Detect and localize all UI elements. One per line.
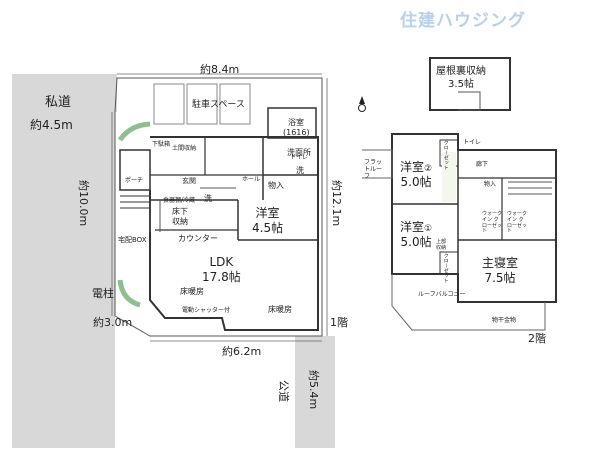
storage-label-2f: 物入 xyxy=(484,181,497,188)
porch-label: ポーチ xyxy=(125,177,144,184)
counter-label: カウンター xyxy=(178,234,218,243)
attic-room: 屋根裏収納 3.5帖 xyxy=(436,66,486,90)
private-road-label: 私道 xyxy=(45,95,72,110)
floor2-label: 2階 xyxy=(528,332,546,345)
public-road-width: 約5.4m xyxy=(307,370,320,410)
dim-bottom: 約6.2m xyxy=(222,345,262,358)
hall-label: ホール xyxy=(242,176,261,183)
parking-label: 駐車スペース xyxy=(192,100,245,110)
master-bedroom: 主寝室 7.5帖 xyxy=(482,256,519,285)
toilet-label: トイレ xyxy=(290,154,309,161)
hidden-storage-label: 上部 収納 xyxy=(436,239,447,251)
closet-1: クローゼット xyxy=(442,140,449,170)
brand-logo: 住建ハウジング xyxy=(400,11,526,31)
dim-top: 約8.4m xyxy=(200,63,240,76)
floor1-label: 1階 xyxy=(330,316,348,329)
entrance-label: 玄関 xyxy=(182,177,196,185)
corridor-label: 廊下 xyxy=(476,161,489,168)
room-1: 洋室① 5.0帖 xyxy=(400,220,433,250)
storage-label-1f: 物入 xyxy=(268,181,284,190)
entrance-storage-label: 土間収納 xyxy=(172,145,197,152)
dim-right: 約12.1m xyxy=(330,180,343,227)
room-2: 洋室② 5.0帖 xyxy=(400,160,433,190)
dim-left: 約10.0m xyxy=(77,180,90,227)
utility-pole-label: 電柱 xyxy=(92,287,114,300)
pantry-label: 食器棚/冷蔵 xyxy=(163,197,196,204)
flat-roof-label: フラットルーフ xyxy=(364,159,383,180)
underfloor-label: 床下 xyxy=(172,207,188,216)
dim-bottom-left: 約3.0m xyxy=(93,316,133,329)
shutter-label: 電動シャッター付 xyxy=(182,307,231,314)
roof-balcony-label: ルーフバルコニー xyxy=(418,291,466,298)
wash-label: 洗 xyxy=(204,194,212,203)
bath-size: (1616) xyxy=(283,128,310,137)
north-arrow xyxy=(358,104,366,112)
public-road-area xyxy=(295,336,335,448)
floor-heating-2: 床暖房 xyxy=(268,305,292,314)
public-road-label: 公道 xyxy=(277,380,290,402)
washbasin-label: 洗 xyxy=(296,166,304,175)
clothes-dryer-label: 物干金物 xyxy=(492,317,517,324)
private-road-area-left xyxy=(12,112,115,448)
underfloor-label-2: 収納 xyxy=(172,217,188,226)
toilet-label-2f: トイレ xyxy=(463,139,482,146)
private-road-width: 約4.5m xyxy=(30,118,73,132)
walk-in-2: ウォークイン クローゼット xyxy=(507,211,528,235)
western-room-1f: 洋室 4.5帖 xyxy=(252,206,284,235)
floor-heating-1: 床暖房 xyxy=(180,287,204,296)
walk-in-1: ウォークイン クローゼット xyxy=(482,211,503,235)
bath-label: 浴室 xyxy=(288,118,304,127)
delivery-box-label: 宅配BOX xyxy=(118,236,147,244)
private-road-area xyxy=(12,74,117,112)
closet-2: クローゼット xyxy=(442,253,449,283)
shoe-box-label: 下駄箱 xyxy=(152,141,171,148)
ldk-room: LDK 17.8帖 xyxy=(202,255,241,284)
washroom-label: 洗面所 xyxy=(287,148,311,157)
